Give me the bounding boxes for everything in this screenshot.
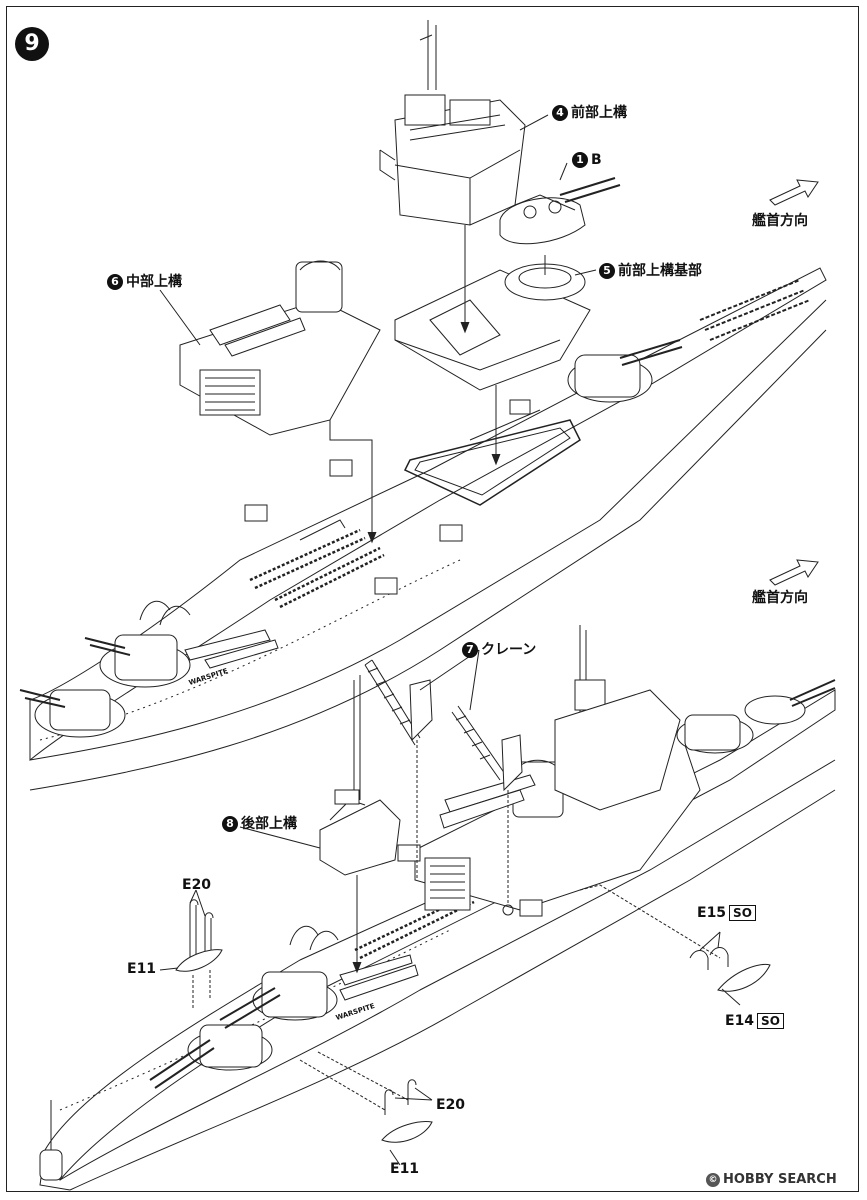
e15-e14-right-parts bbox=[579, 884, 771, 1006]
part-label-e11-bottom: E11 bbox=[390, 1161, 420, 1177]
part-number-badge: 6 bbox=[107, 274, 123, 290]
watermark-text: HOBBY SEARCH bbox=[723, 1172, 837, 1187]
lower-hull bbox=[39, 625, 836, 1191]
step-number-badge: 9 bbox=[15, 27, 49, 61]
forward-superstructure-part bbox=[379, 20, 526, 226]
aft-superstructure-part bbox=[319, 675, 401, 974]
part-label-e20-top: E20 bbox=[182, 877, 212, 893]
part-number-badge: 8 bbox=[222, 816, 238, 832]
part-number-badge: 5 bbox=[599, 263, 615, 279]
callout-label: 前部上構基部 bbox=[618, 263, 702, 279]
part-code: E15 bbox=[697, 905, 727, 921]
middle-superstructure-part bbox=[179, 260, 381, 436]
upper-hull bbox=[19, 267, 827, 791]
bow-direction-label-bottom: 艦首方向 bbox=[752, 590, 808, 606]
e20-e11-bottom-parts bbox=[299, 1051, 433, 1166]
turret-b-part bbox=[499, 177, 621, 245]
part-number-badge: 4 bbox=[552, 105, 568, 121]
part-label-e11-left: E11 bbox=[127, 961, 157, 977]
part-tag: SO bbox=[729, 905, 756, 921]
callout-label: 前部上構 bbox=[571, 105, 627, 121]
e20-e11-left-parts bbox=[175, 889, 223, 1010]
forward-superstructure-base-part bbox=[394, 263, 591, 391]
callout-leaders bbox=[159, 114, 597, 971]
watermark: ©HOBBY SEARCH bbox=[706, 1172, 837, 1187]
callout-label: B bbox=[591, 152, 602, 168]
crane-parts bbox=[364, 659, 523, 916]
callout-label: 後部上構 bbox=[241, 816, 297, 832]
callout-label: クレーン bbox=[481, 642, 537, 658]
bow-direction-label-top: 艦首方向 bbox=[752, 213, 808, 229]
copyright-icon: © bbox=[706, 1172, 720, 1187]
page-frame bbox=[6, 6, 859, 1192]
part-number-badge: 1 bbox=[572, 152, 588, 168]
part-tag: SO bbox=[757, 1013, 784, 1029]
part-number-badge: 7 bbox=[462, 642, 478, 658]
part-code: E14 bbox=[725, 1013, 755, 1029]
part-label-e20-bottom: E20 bbox=[436, 1097, 466, 1113]
assembly-arrows-upper bbox=[329, 225, 546, 544]
bow-direction-arrows bbox=[769, 179, 819, 586]
callout-label: 中部上構 bbox=[126, 274, 182, 290]
